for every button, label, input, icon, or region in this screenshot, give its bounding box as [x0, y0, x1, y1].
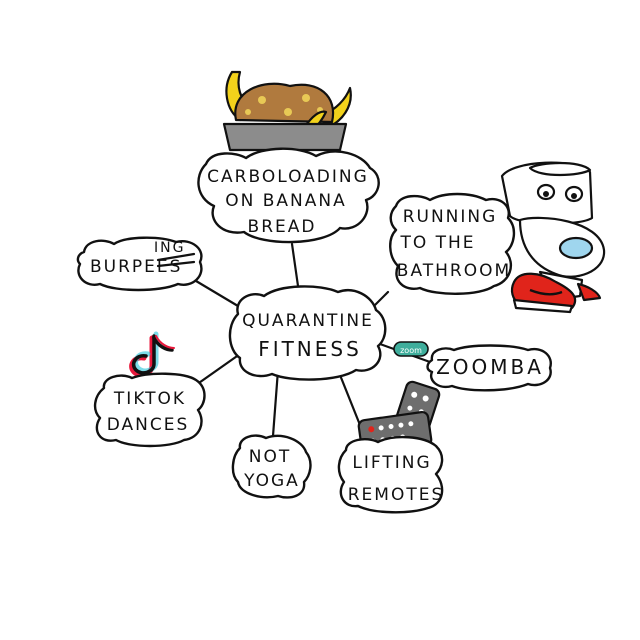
- toilet-icon: [500, 161, 606, 298]
- tiktok-line2: DANCES: [107, 415, 190, 435]
- link-tiktok: [194, 352, 242, 387]
- cloud-burpees: [76, 236, 203, 292]
- carboloading-line2: ON BANANA: [225, 191, 347, 211]
- cloud-center: [228, 285, 387, 381]
- cloud-zoomba: [426, 344, 552, 392]
- zoomba-label: ZOOMBA: [436, 355, 544, 379]
- cloud-not-yoga: [231, 434, 312, 499]
- node-not-yoga: NOT YOGA: [231, 434, 312, 499]
- center-line1: QUARANTINE: [242, 311, 374, 331]
- center-line2: FITNESS: [258, 337, 362, 361]
- cloud-lifting: [337, 435, 444, 514]
- node-tiktok: TIKTOK DANCES: [93, 372, 206, 448]
- lifting-line1: LIFTING: [352, 453, 431, 473]
- node-center: QUARANTINE FITNESS: [228, 285, 387, 381]
- burpees-strike-1: [156, 252, 196, 262]
- banana-bread-icon: [222, 70, 352, 152]
- link-not-yoga: [271, 368, 280, 438]
- burpees-word: BURPEES: [90, 257, 182, 277]
- not-yoga-line2: YOGA: [243, 471, 300, 491]
- burpees-strike-2: [156, 260, 196, 268]
- red-sneaker-icon: [510, 272, 602, 314]
- link-lifting: [336, 368, 364, 432]
- zoom-logo-icon: zoom: [393, 341, 429, 357]
- cloud-tiktok: [93, 372, 206, 448]
- tiktok-logo-icon: [129, 331, 175, 378]
- carboloading-line3: BREAD: [248, 217, 317, 237]
- cloud-running: [389, 192, 516, 295]
- running-line3: BATHROOM: [397, 261, 511, 281]
- carboloading-line1: CARBOLOADING: [207, 167, 369, 187]
- lifting-line2: REMOTES: [348, 485, 445, 505]
- running-line1: RUNNING: [403, 207, 498, 227]
- burpees-replacement: ING: [154, 240, 185, 256]
- node-burpees: BURPEES ING: [76, 236, 203, 292]
- tiktok-line1: TIKTOK: [113, 389, 186, 409]
- not-yoga-line1: NOT: [249, 447, 291, 467]
- svg-text:zoom: zoom: [400, 346, 422, 355]
- node-running: RUNNING TO THE BATHROOM: [389, 192, 516, 295]
- running-line2: TO THE: [399, 233, 475, 253]
- cloud-carboloading: [197, 147, 380, 244]
- node-lifting: LIFTING REMOTES: [337, 435, 445, 514]
- node-carboloading: CARBOLOADING ON BANANA BREAD: [197, 147, 380, 244]
- node-zoomba: ZOOMBA: [426, 344, 552, 392]
